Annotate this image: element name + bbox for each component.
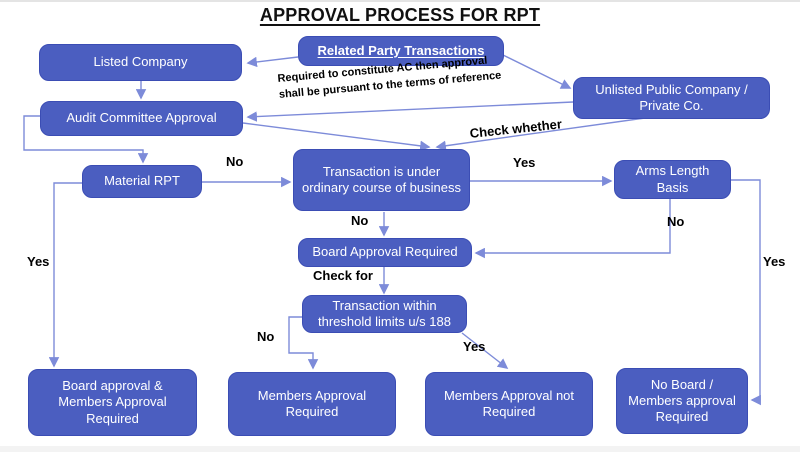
node-no-board-members-approval: No Board / Members approval Required (616, 368, 748, 434)
node-audit-committee-approval: Audit Committee Approval (40, 101, 243, 136)
node-material-rpt: Material RPT (82, 165, 202, 198)
label-yes-ordinary-to-arms: Yes (513, 155, 536, 170)
node-ordinary-course: Transaction is under ordinary course of … (293, 149, 470, 211)
connector-material-to-board-members (48, 182, 82, 368)
page-title: APPROVAL PROCESS FOR RPT (259, 5, 541, 25)
node-arms-length-basis: Arms Length Basis (614, 160, 731, 199)
label-check-for: Check for (313, 268, 373, 283)
node-members-approval-required: Members Approval Required (228, 372, 396, 436)
label-no-ordinary-to-board: No (351, 213, 369, 228)
connector-audit-to-ordinary (242, 122, 431, 152)
label-no-material-to-ordinary: No (226, 154, 244, 169)
node-board-approval-required: Board Approval Required (298, 238, 472, 267)
label-no-arms-to-board: No (667, 214, 685, 229)
node-board-and-members-approval: Board approval & Members Approval Requir… (28, 369, 197, 436)
node-unlisted-public-company: Unlisted Public Company / Private Co. (573, 77, 770, 119)
node-listed-company: Listed Company (39, 44, 242, 81)
label-no-threshold-path: No (257, 329, 275, 344)
connector-rpt-to-unlisted (502, 54, 572, 89)
label-yes-material-path: Yes (27, 254, 50, 269)
connector-rpt-to-listed (246, 56, 299, 68)
label-check-whether: Check whether (469, 116, 563, 141)
top-edge-line (0, 0, 800, 2)
node-related-party-transactions: Related Party Transactions (298, 36, 504, 66)
node-threshold-limits: Transaction within threshold limits u/s … (302, 295, 467, 333)
bottom-edge-strip (0, 446, 800, 452)
connector-arms-to-board (474, 199, 671, 259)
connector-arms-to-no-board (731, 179, 761, 406)
label-yes-arms-path: Yes (763, 254, 786, 269)
connector-unlisted-to-audit (246, 101, 574, 122)
node-members-approval-not-required: Members Approval not Required (425, 372, 593, 436)
label-yes-threshold-path: Yes (463, 339, 486, 354)
